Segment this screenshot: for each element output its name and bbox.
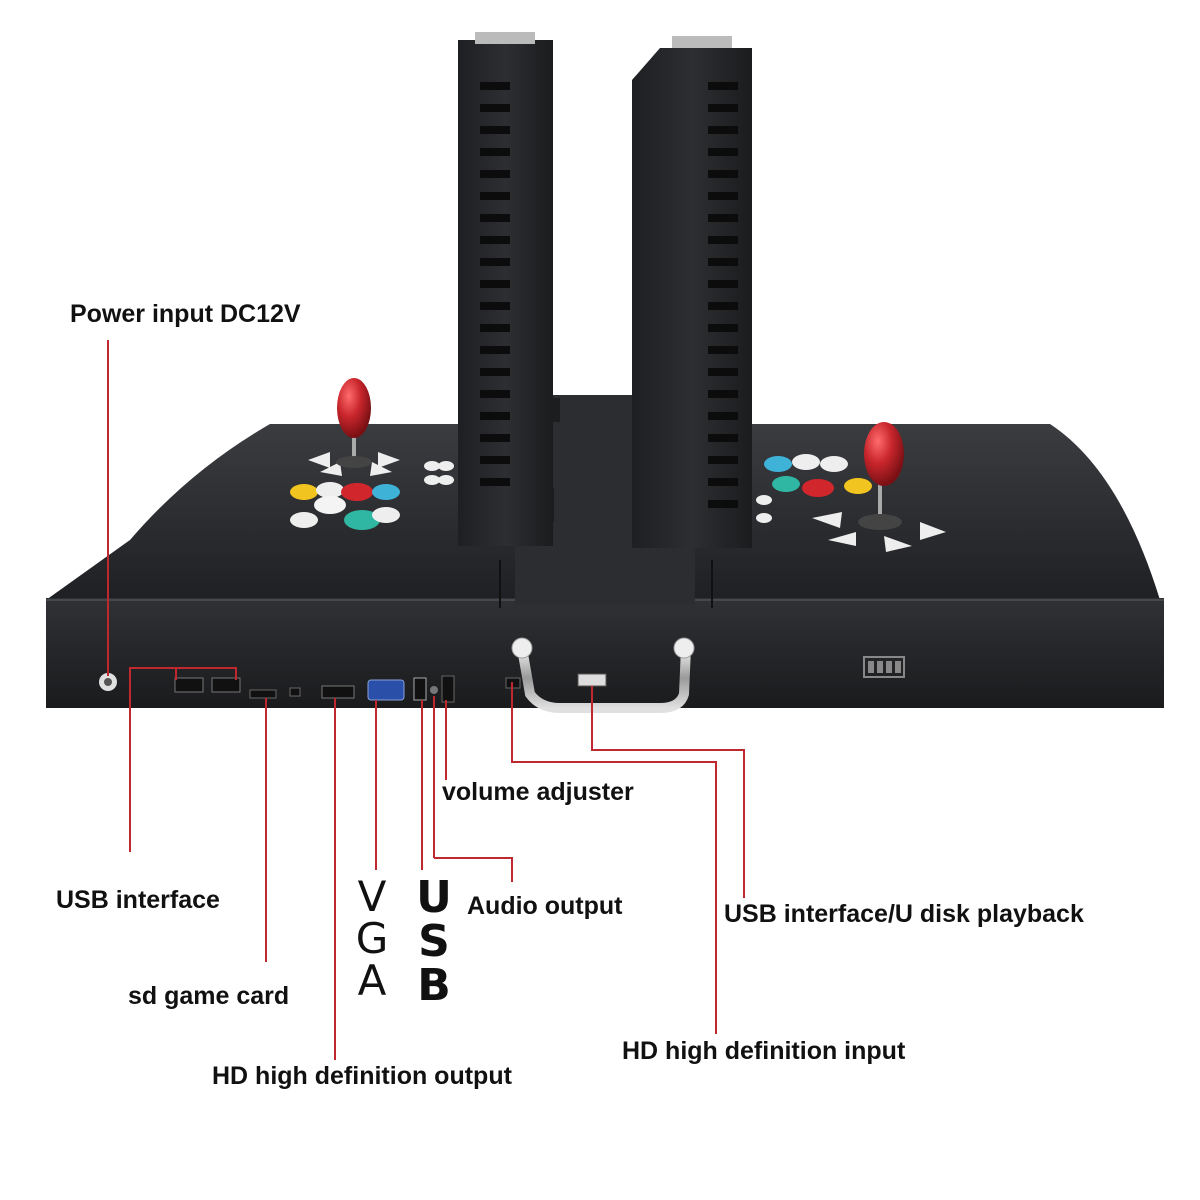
label-usb-interface: USB interface	[56, 886, 220, 914]
label-hd-output: HD high definition output	[212, 1062, 512, 1090]
usb-letter: U	[416, 872, 452, 923]
label-usb-vertical: U S B	[414, 876, 454, 1008]
label-usb-udisk: USB interface/U disk playback	[724, 900, 1084, 928]
label-power-input: Power input DC12V	[70, 300, 301, 328]
vga-letter: G	[355, 914, 389, 963]
right-action-buttons	[764, 454, 872, 497]
label-hd-input: HD high definition input	[622, 1037, 906, 1065]
label-audio-output: Audio output	[467, 892, 623, 920]
vga-letter: V	[357, 872, 387, 921]
label-volume-adjuster: volume adjuster	[442, 778, 634, 806]
usb-letter: B	[417, 960, 451, 1011]
left-screen-panel	[458, 32, 553, 546]
left-action-buttons	[290, 482, 400, 530]
carry-handle	[511, 637, 695, 713]
right-control-deck	[756, 422, 946, 552]
callout-leader-lines	[107, 340, 745, 1060]
battery-indicator-icon	[863, 656, 905, 678]
label-sd-game-card: sd game card	[128, 982, 290, 1010]
left-control-deck	[290, 378, 454, 530]
front-ports	[99, 656, 905, 703]
label-vga-vertical: V G A	[352, 876, 392, 1002]
usb-letter: S	[418, 916, 450, 967]
vga-letter: A	[357, 956, 387, 1005]
right-screen-panel	[632, 36, 752, 548]
